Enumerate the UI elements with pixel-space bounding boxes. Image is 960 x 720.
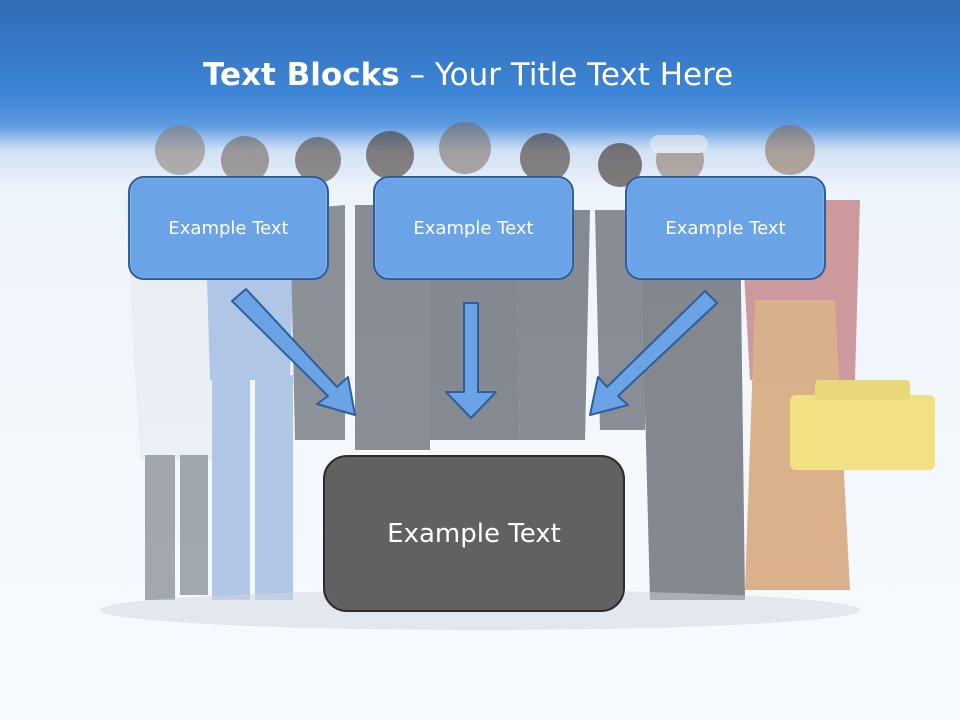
result-block-label: Example Text [387, 518, 561, 549]
title-bold-part: Text Blocks [203, 57, 400, 93]
text-block-3[interactable]: Example Text [625, 176, 826, 280]
text-block-2[interactable]: Example Text [373, 176, 574, 280]
result-block[interactable]: Example Text [323, 455, 625, 612]
arrow-right-diagonal [589, 290, 718, 416]
arrow-center-down [445, 302, 497, 419]
text-block-1[interactable]: Example Text [128, 176, 329, 280]
text-block-2-label: Example Text [413, 217, 534, 239]
slide-title: Text Blocks – Your Title Text Here [0, 52, 960, 102]
arrow-left-diagonal [231, 288, 356, 416]
text-block-1-label: Example Text [168, 217, 289, 239]
text-block-3-label: Example Text [665, 217, 786, 239]
title-rest-part: – Your Title Text Here [399, 57, 734, 93]
